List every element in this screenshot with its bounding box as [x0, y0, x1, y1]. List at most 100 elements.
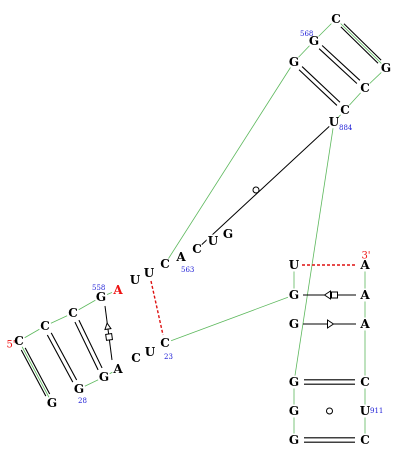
pair-stroke: [301, 66, 341, 103]
nucleotide-halo: [72, 382, 86, 396]
nucleotide-halo: [358, 258, 372, 272]
nucleotide-halo: [287, 55, 301, 69]
nucleotide-halo: [142, 266, 156, 280]
nucleotide-halo: [358, 81, 372, 95]
nucleotide-halo: [287, 404, 301, 418]
nucleotide-halo: [307, 34, 321, 48]
nucleotide-halo: [379, 61, 393, 75]
nucleotide-c: C: [40, 319, 50, 333]
non-canonical-pair-line: [104, 305, 113, 361]
nucleotide-halo: [358, 433, 372, 447]
residue-number: 563: [181, 266, 194, 274]
nucleotide-halo: [38, 319, 52, 333]
gu-pair-circle: [252, 186, 260, 194]
triangle-edge-marker: [104, 321, 112, 331]
five-prime-label: 5': [6, 340, 15, 351]
pair-stroke: [50, 332, 78, 381]
nucleotide-u: U: [145, 345, 156, 359]
nucleotide-c: C: [68, 306, 78, 320]
base-pair-g-c: [298, 66, 341, 106]
nucleotide-halo: [338, 103, 352, 117]
base-pair-g-c: [318, 45, 361, 84]
nucleotide-halo: [329, 12, 343, 26]
nucleotide-halo: [174, 250, 188, 264]
pair-stroke: [74, 321, 99, 371]
nucleotide-c: C: [160, 257, 170, 271]
nucleotide-g: G: [289, 288, 299, 302]
nucleotide-c: C: [192, 242, 202, 256]
three-prime-label: 3': [361, 251, 370, 262]
nucleotide-g: G: [96, 290, 106, 304]
nucleotide-c: C: [14, 334, 24, 348]
nucleotide-halo: [287, 375, 301, 389]
base-pair-c-g: [20, 347, 51, 397]
nucleotide-g: G: [289, 55, 299, 69]
nucleotide-a: A: [175, 250, 186, 264]
nucleotide-halo: [158, 336, 172, 350]
pair-stroke: [24, 347, 51, 395]
residue-number: 568: [300, 30, 313, 38]
base-pair-lines: [20, 23, 382, 443]
nucleotide-g: G: [47, 396, 57, 410]
nucleotide-halo: [128, 273, 142, 287]
nucleotide-halo: [287, 288, 301, 302]
nucleotide-halo: [143, 345, 157, 359]
nucleotide-halo: [111, 283, 125, 297]
nucleotide-a: A: [359, 317, 370, 331]
backbone-segment: [293, 121, 335, 383]
backbone-segment: [164, 61, 295, 265]
pair-stroke: [343, 23, 382, 61]
residue-number: 558: [92, 284, 105, 292]
nucleotide-halo: [358, 288, 372, 302]
nucleotide-halo: [94, 290, 108, 304]
base-pair-g-c: [304, 379, 355, 385]
pair-stroke: [340, 26, 379, 64]
nucleotide-halo: [111, 362, 125, 376]
backbone-segment: [18, 340, 53, 404]
square-edge-marker: [105, 333, 114, 341]
strand-end-labels: 5' 3': [6, 251, 370, 351]
pair-stroke: [298, 69, 338, 106]
nucleotide-u: U: [144, 266, 155, 280]
backbone-segment: [335, 18, 387, 69]
nucleotide-c: C: [360, 81, 370, 95]
base-pair-c-g: [74, 319, 103, 371]
nucleotide-u: U: [289, 258, 300, 272]
triangle-edge-marker: [327, 319, 335, 329]
nucleotide-halo: [358, 375, 372, 389]
nucleotide-c: C: [160, 336, 170, 350]
nucleotide-halo: [287, 258, 301, 272]
pair-stroke: [318, 48, 358, 84]
nucleotide-c: C: [360, 433, 370, 447]
nucleotide-halo: [221, 227, 235, 241]
residue-number: 23: [164, 353, 173, 361]
backbone-lines: [18, 18, 387, 440]
nucleotide-halo: [358, 317, 372, 331]
pair-stroke: [20, 349, 47, 397]
nucleotide-halo: [206, 234, 220, 248]
nucleotide-a: A: [359, 288, 370, 302]
nucleotide-c: C: [360, 375, 370, 389]
tertiary-interaction-line: [150, 280, 164, 336]
nucleotide-halo: [287, 317, 301, 331]
residue-number: 911: [370, 407, 383, 415]
nucleotide-c: C: [131, 351, 141, 365]
nucleotide-g: G: [309, 34, 319, 48]
nucleotide-g: G: [289, 375, 299, 389]
nucleotide-g: G: [289, 433, 299, 447]
nucleotide-g: G: [289, 317, 299, 331]
pair-stroke: [78, 319, 103, 369]
nucleotide-g: G: [99, 370, 109, 384]
nucleotide-g: G: [381, 61, 391, 75]
nucleotide-a: A: [359, 258, 370, 272]
nucleotide-a: A: [112, 283, 123, 297]
nucleotide-halo: [287, 433, 301, 447]
nucleotide-halo: [129, 351, 143, 365]
nucleotide-g: G: [289, 404, 299, 418]
nucleotide-halo: [158, 257, 172, 271]
nucleotide-u: U: [360, 404, 371, 418]
pair-stroke: [321, 45, 361, 81]
